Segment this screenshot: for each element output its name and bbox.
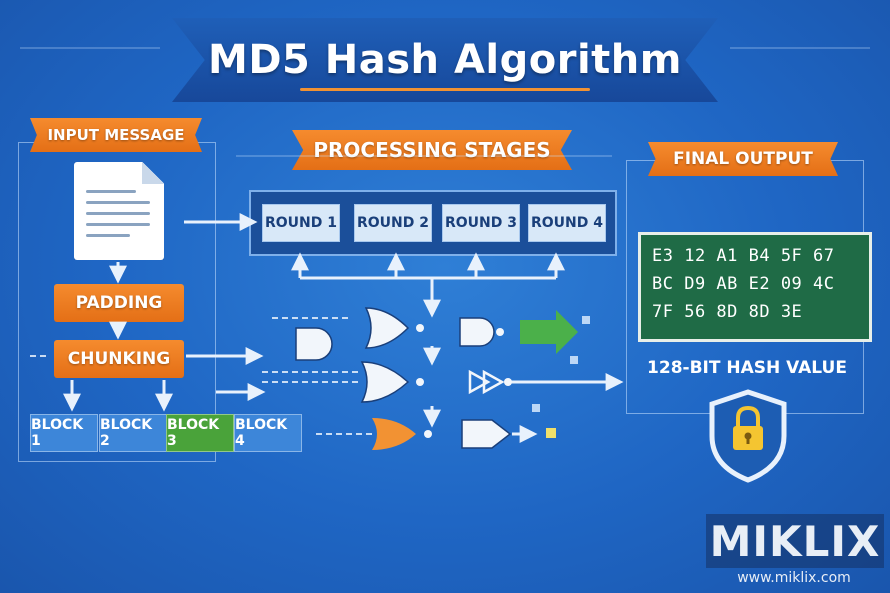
round-label: ROUND 3 (444, 215, 517, 231)
block-1: BLOCK 1 (30, 414, 98, 452)
round-label: ROUND 4 (530, 215, 603, 231)
and-gate-icon (295, 327, 333, 361)
buffer-icon (468, 369, 491, 395)
processing-stages-ribbon: PROCESSING STAGES (292, 130, 572, 170)
hash-line-1: E3 12 A1 B4 5F 67 (652, 246, 835, 266)
block-label: BLOCK 3 (167, 417, 220, 449)
block-label: BLOCK 4 (235, 417, 288, 449)
pentagon-gate-icon (461, 419, 512, 449)
document-line (86, 212, 150, 215)
logo-text: MIKLIX (709, 516, 881, 566)
input-message-label: INPUT MESSAGE (47, 126, 185, 144)
junction-dot (416, 324, 424, 332)
junction-dot (416, 378, 424, 386)
block-label: BLOCK 1 (31, 417, 84, 449)
orange-or-gate-icon (372, 418, 416, 450)
padding-step: PADDING (54, 284, 184, 322)
block-label: BLOCK 2 (100, 417, 153, 449)
final-output-ribbon: FINAL OUTPUT (648, 142, 838, 176)
hash-output-panel (638, 232, 872, 342)
block-2: BLOCK 2 (99, 414, 167, 452)
or-gate-icon (364, 307, 410, 349)
hash-line-3: 7F 56 8D 8D 3E (652, 302, 803, 322)
round-label: ROUND 1 (264, 215, 337, 231)
processing-stages-label: PROCESSING STAGES (313, 138, 551, 162)
round-1: ROUND 1 (262, 204, 340, 242)
block-3: BLOCK 3 (166, 414, 234, 452)
document-line (86, 201, 150, 204)
chunking-label: CHUNKING (67, 349, 171, 369)
flow-arrows (63, 213, 624, 443)
buffer-icon (482, 369, 505, 395)
yellow-marker (546, 428, 556, 438)
document-line (86, 234, 130, 237)
diagram-title: MD5 Hash Algorithm (208, 37, 682, 83)
inverter-bubble (496, 328, 504, 336)
round-2: ROUND 2 (354, 204, 432, 242)
title-underline (300, 88, 590, 91)
small-square (582, 316, 590, 324)
dashed-signal-lines (30, 317, 372, 435)
block-4: BLOCK 4 (234, 414, 302, 452)
hash-value-label: 128-BIT HASH VALUE (647, 358, 847, 378)
hash-line-2: BC D9 AB E2 09 4C (652, 274, 835, 294)
round-label: ROUND 2 (356, 215, 429, 231)
final-output-label: FINAL OUTPUT (673, 149, 813, 169)
inverter-bubble (504, 378, 512, 386)
padlock-shield-icon (709, 389, 787, 483)
xor-gate-icon (360, 361, 410, 403)
document-line (86, 190, 136, 193)
input-message-ribbon: INPUT MESSAGE (30, 118, 202, 152)
small-square (532, 404, 540, 412)
background-guides (20, 47, 870, 157)
small-square (570, 356, 578, 364)
green-arrow-icon (520, 310, 578, 354)
padding-label: PADDING (75, 293, 163, 313)
miklix-logo: MIKLIX (706, 514, 884, 568)
junction-dot (424, 430, 432, 438)
document-line (86, 223, 150, 226)
logo-url: www.miklix.com (737, 570, 851, 586)
nand-gate-icon (459, 317, 495, 347)
chunking-step: CHUNKING (54, 340, 184, 378)
round-4: ROUND 4 (528, 204, 606, 242)
round-3: ROUND 3 (442, 204, 520, 242)
